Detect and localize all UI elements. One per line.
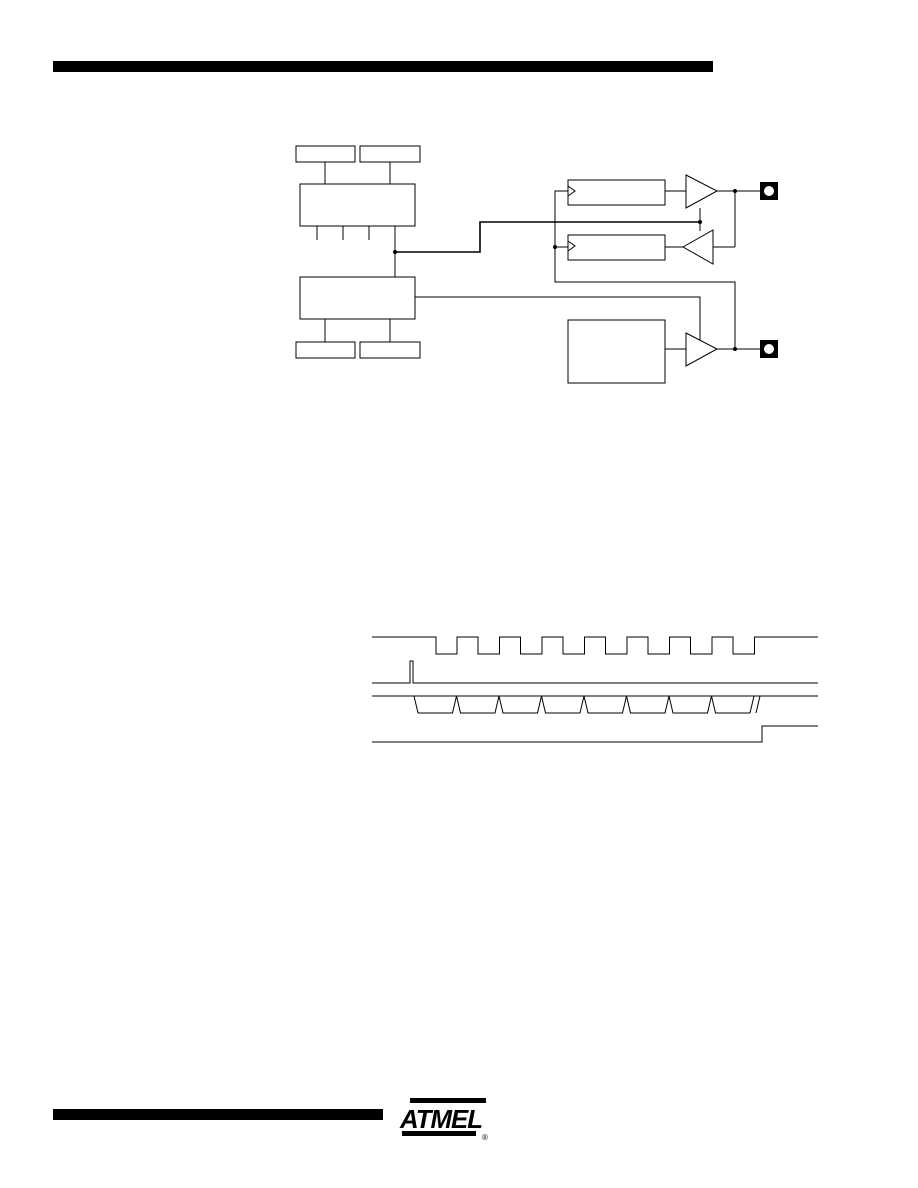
data-bit-cell [456, 695, 500, 714]
clock-pin [760, 340, 778, 358]
enable-net [415, 296, 701, 340]
svg-text:®: ® [482, 1133, 488, 1142]
register-bottom-left [295, 341, 356, 359]
control-logic [299, 183, 416, 227]
data-pin [760, 182, 778, 200]
register-bottom-right [359, 341, 421, 359]
block-diagram [295, 145, 778, 384]
data-bit-cell [626, 695, 670, 714]
clock-feedback [554, 190, 736, 349]
rx-flip-flop [567, 179, 666, 206]
clock-waveform [372, 636, 818, 655]
data-bit-cell [711, 695, 755, 714]
data-output-buffer [685, 174, 719, 209]
control-net [395, 221, 700, 253]
data-bit-cell [668, 695, 712, 714]
clock-generator [567, 319, 666, 384]
data-bit-cell [583, 695, 627, 714]
start-pulse-waveform [372, 660, 818, 684]
data-bit-cell [413, 695, 457, 714]
register-top-left [295, 145, 356, 163]
svg-text:ATMEL: ATMEL [399, 1104, 482, 1134]
data-bus-bottom [755, 695, 761, 714]
done-flag-waveform [372, 725, 818, 743]
register-top-right [359, 145, 421, 163]
footer-rule [53, 1109, 383, 1120]
data-bit-cell [498, 695, 542, 714]
header-rule [53, 61, 713, 72]
data-bit-cell [541, 695, 585, 714]
data-input-buffer [681, 229, 714, 265]
atmel-logo: ATMEL ® [399, 1098, 488, 1142]
clock-output-buffer [685, 332, 719, 367]
shift-register [299, 276, 416, 320]
tx-flip-flop [567, 234, 666, 261]
